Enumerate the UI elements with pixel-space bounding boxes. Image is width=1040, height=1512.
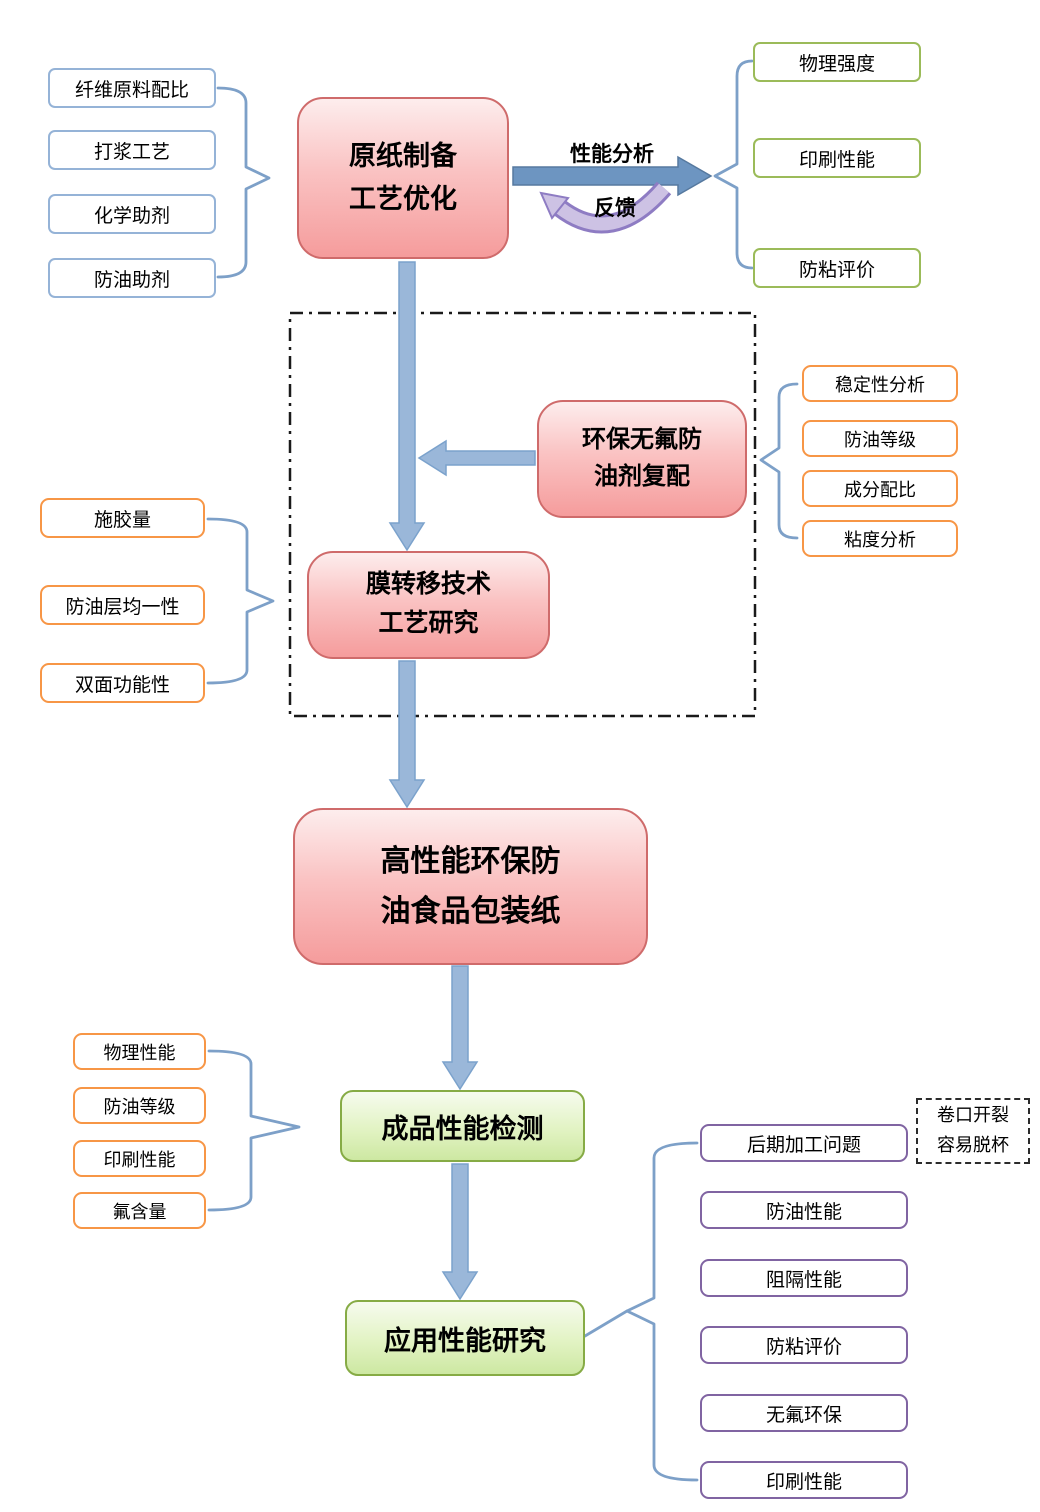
output-box-printing-performance: 印刷性能 — [753, 138, 921, 178]
brace-agent-factors — [759, 382, 799, 540]
node-label-line1: 高性能环保防 — [380, 845, 561, 878]
input-box-chemical-additives: 化学助剂 — [48, 194, 216, 234]
output-box-physical-strength: 物理强度 — [753, 42, 921, 82]
node-packaging-paper: 高性能环保防 油食品包装纸 — [293, 808, 648, 965]
node-base-paper-optimization: 原纸制备 工艺优化 — [297, 97, 509, 259]
arrow-packaging-to-test — [441, 965, 479, 1091]
node-application-research: 应用性能研究 — [345, 1300, 585, 1376]
app-box-oilproof-performance: 防油性能 — [700, 1191, 908, 1229]
node-oil-agent-compounding: 环保无氟防 油剂复配 — [537, 400, 747, 518]
node-label: 应用性能研究 — [384, 1325, 546, 1356]
feedback-arrow — [539, 181, 672, 234]
film-factor-box-double-sided-function: 双面功能性 — [40, 663, 205, 703]
node-label: 成品性能检测 — [381, 1113, 544, 1144]
app-box-fluorine-free: 无氟环保 — [700, 1394, 908, 1432]
node-label-line1: 原纸制备 — [349, 140, 457, 171]
brace-film-factors — [206, 517, 275, 685]
annotation-line2: 容易脱杯 — [937, 1135, 1009, 1155]
annotation-note: 卷口开裂 容易脱杯 — [916, 1098, 1030, 1164]
factor-box-oilproof-grade: 防油等级 — [802, 420, 958, 457]
dashdot-frame — [288, 311, 757, 718]
film-factor-box-sizing-amount: 施胶量 — [40, 498, 205, 538]
input-box-pulping-process: 打浆工艺 — [48, 130, 216, 170]
factor-box-viscosity-analysis: 粘度分析 — [802, 520, 958, 557]
arrow-basepaper-to-filmtransfer — [388, 261, 426, 552]
node-label-line2: 油剂复配 — [594, 464, 690, 490]
app-box-printing-performance: 印刷性能 — [700, 1461, 908, 1499]
node-label-line2: 工艺优化 — [349, 184, 457, 214]
test-box-physical-properties: 物理性能 — [73, 1033, 206, 1070]
test-box-printing-performance: 印刷性能 — [73, 1140, 206, 1177]
annotation-line1: 卷口开裂 — [937, 1105, 1009, 1126]
film-factor-box-layer-uniformity: 防油层均一性 — [40, 585, 205, 625]
node-label-line2: 工艺研究 — [378, 610, 479, 637]
factor-box-stability-analysis: 稳定性分析 — [802, 365, 958, 402]
connector-application-brace — [583, 1309, 629, 1338]
app-box-barrier-performance: 阻隔性能 — [700, 1259, 908, 1297]
node-label-line1: 膜转移技术 — [365, 571, 491, 599]
node-product-testing: 成品性能检测 — [340, 1090, 585, 1162]
brace-raw-inputs — [216, 86, 271, 279]
test-box-oilproof-grade: 防油等级 — [73, 1087, 206, 1124]
input-box-oilproof-additives: 防油助剂 — [48, 258, 216, 298]
output-box-antistick-evaluation: 防粘评价 — [753, 248, 921, 288]
brace-analysis-outputs — [713, 59, 754, 270]
factor-box-composition-ratio: 成分配比 — [802, 470, 958, 507]
analysis-arrow — [512, 155, 713, 197]
node-label-line2: 油食品包装纸 — [380, 894, 561, 928]
label-feedback: 反馈 — [594, 196, 636, 220]
brace-application-items — [625, 1141, 699, 1482]
input-box-fiber-ratio: 纤维原料配比 — [48, 68, 216, 108]
node-label-line1: 环保无氟防 — [582, 426, 702, 453]
app-box-post-processing-issues: 后期加工问题 — [700, 1124, 908, 1162]
app-box-antistick-evaluation: 防粘评价 — [700, 1326, 908, 1364]
arrow-oilagent-left — [417, 439, 536, 477]
brace-test-items — [207, 1049, 301, 1212]
node-film-transfer-research: 膜转移技术 工艺研究 — [307, 551, 550, 659]
arrow-test-to-application — [441, 1163, 479, 1301]
arrow-filmtransfer-to-packaging — [388, 660, 426, 809]
label-performance-analysis: 性能分析 — [570, 142, 654, 166]
test-box-fluorine-content: 氟含量 — [73, 1192, 206, 1229]
